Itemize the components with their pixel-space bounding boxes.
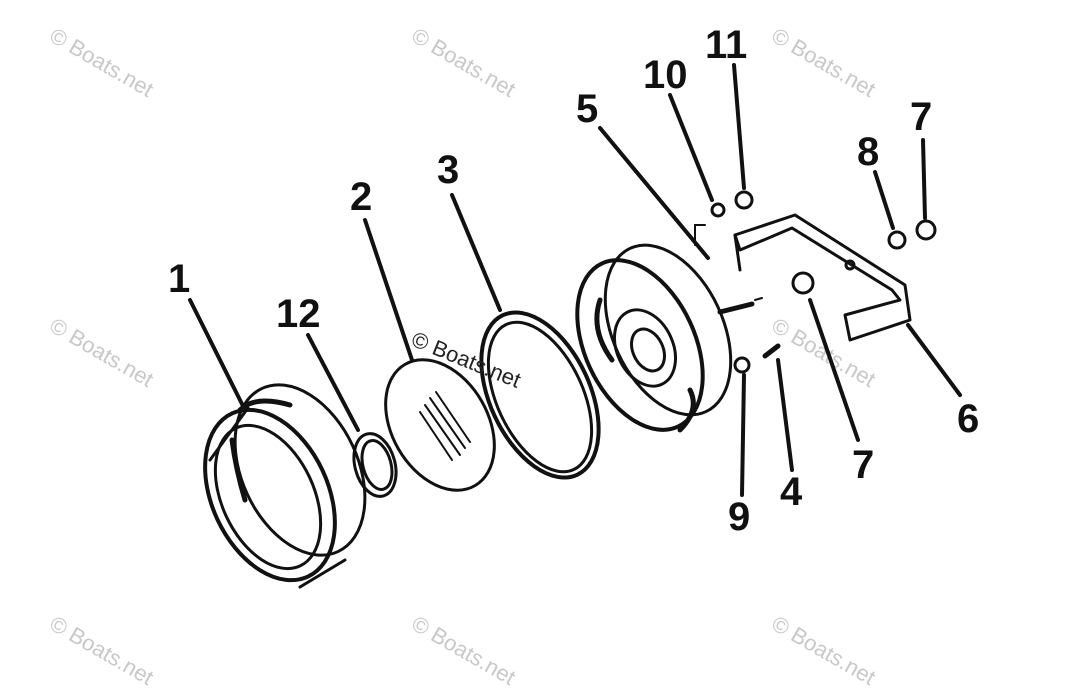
part-11-nut [734, 190, 754, 210]
callout-3: 3 [437, 148, 459, 192]
callout-6: 6 [957, 397, 979, 441]
watermark-top-left: © Boats.net [46, 23, 158, 102]
part-1-bezel [203, 383, 367, 589]
watermark-mid-left: © Boats.net [46, 313, 158, 392]
part-8-washer [887, 230, 907, 250]
watermark-bottom-right: © Boats.net [768, 611, 880, 690]
part-7-nut-top [915, 219, 937, 241]
callout-11: 11 [705, 23, 747, 67]
callout-9: 9 [728, 495, 750, 539]
watermark-mid-right: © Boats.net [768, 313, 880, 392]
watermark-bottom-center: © Boats.net [408, 611, 520, 690]
watermark-top-center: © Boats.net [408, 23, 520, 102]
callout-12: 12 [276, 292, 321, 336]
callout-7-top: 7 [910, 95, 932, 139]
leader-lines [188, 63, 962, 497]
callout-2: 2 [350, 175, 372, 219]
callouts: 1 12 2 3 5 10 11 8 7 6 7 4 9 [168, 23, 979, 539]
hardware [694, 190, 937, 374]
part-3-gasket [479, 310, 601, 480]
part-4-screw [762, 343, 781, 359]
callout-1: 1 [168, 257, 190, 301]
part-6-bracket [733, 213, 912, 342]
callout-8: 8 [857, 130, 879, 174]
part-7-nut-bottom [791, 271, 815, 295]
watermark-bottom-left: © Boats.net [46, 611, 158, 690]
callout-10: 10 [643, 53, 688, 97]
callout-5: 5 [576, 87, 598, 131]
callout-4: 4 [780, 470, 803, 514]
watermark-top-right: © Boats.net [768, 23, 880, 102]
part-12-retainer-ring [352, 432, 398, 498]
callout-7-bottom: 7 [852, 443, 874, 487]
part-9-washer [733, 356, 751, 374]
part-5-housing [575, 243, 755, 433]
part-10-washer [710, 202, 726, 218]
part-2-lens [384, 358, 496, 492]
